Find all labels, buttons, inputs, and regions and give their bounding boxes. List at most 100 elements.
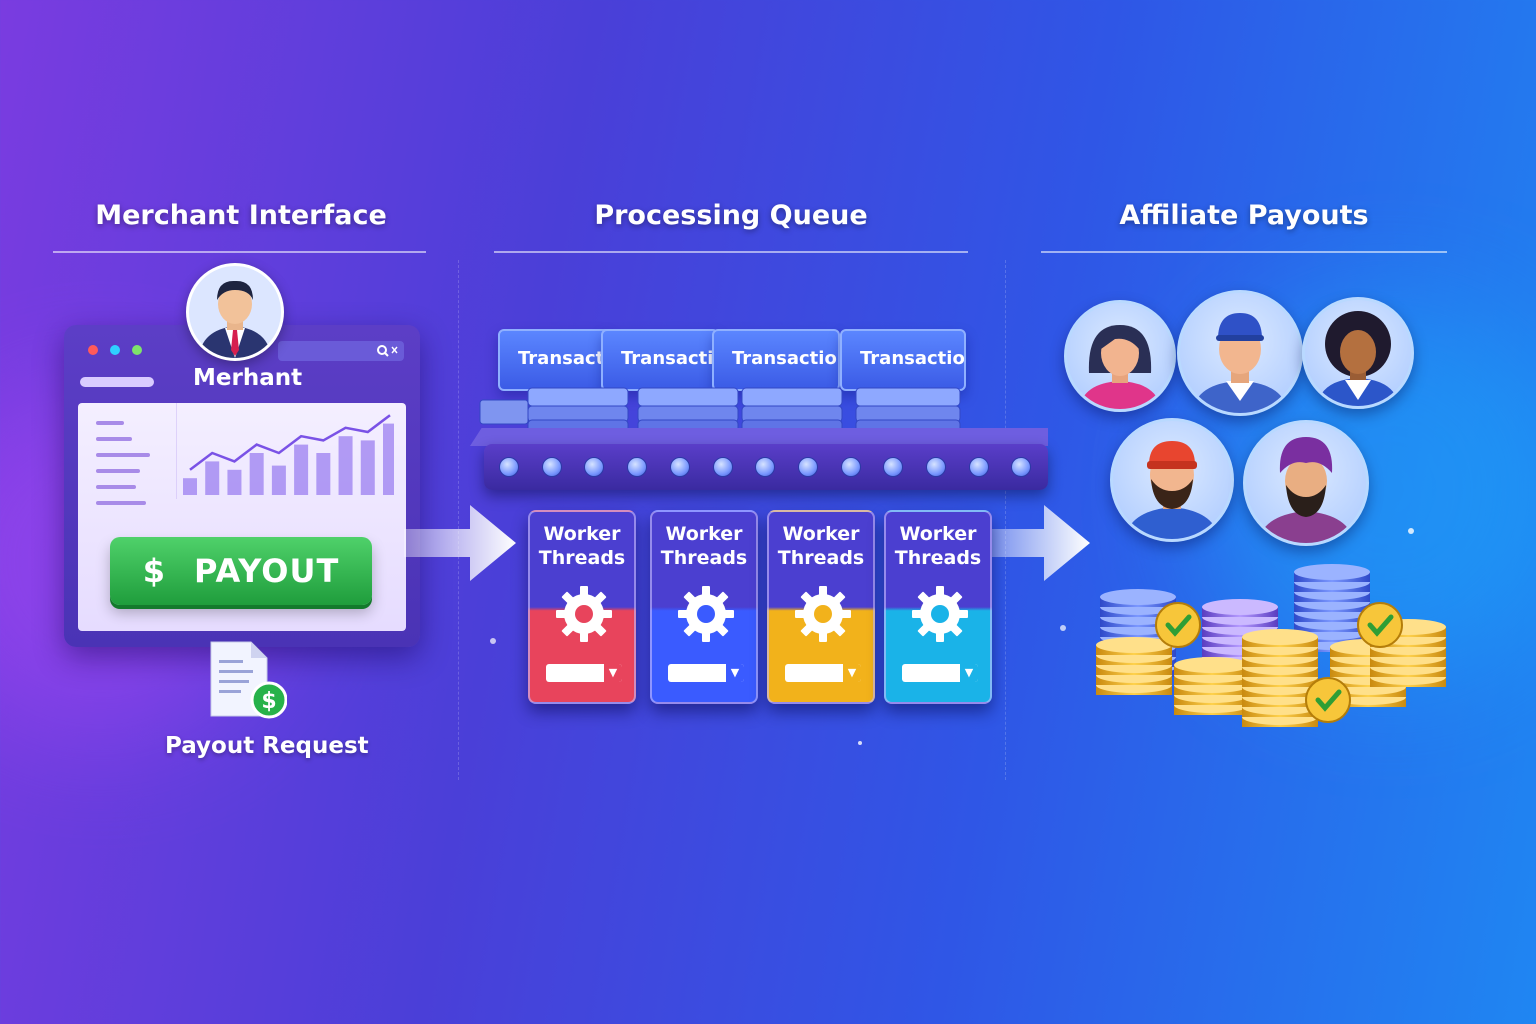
window-nav-bar <box>80 377 154 387</box>
chart-bar <box>294 444 309 495</box>
affiliate-avatar <box>1177 290 1303 416</box>
sparkle-icon <box>1060 625 1066 631</box>
chart-bar <box>360 440 375 495</box>
bearded-man-avatar-icon <box>1125 441 1219 539</box>
chevron-down-icon: ▼ <box>843 664 861 682</box>
sidebar-lines <box>96 421 150 505</box>
window-dot-green <box>132 345 142 355</box>
woman-curly-avatar-icon <box>1317 311 1399 406</box>
worker-status-dropdown[interactable]: ▼ <box>668 664 744 682</box>
coin-top <box>1202 599 1278 615</box>
woman-avatar-icon <box>1079 325 1161 409</box>
window-dot-cyan <box>110 345 120 355</box>
queue-section-title: Processing Queue <box>594 200 868 231</box>
transaction-card: Transaction <box>601 329 719 391</box>
coin-stacks-icon <box>1096 564 1446 727</box>
chevron-down-icon: ▼ <box>960 664 978 682</box>
check-mark <box>1367 614 1394 637</box>
merchant-sales-chart <box>176 403 394 499</box>
worker-status-dropdown[interactable]: ▼ <box>785 664 861 682</box>
gear-icon <box>795 586 851 642</box>
payout-button-label: PAYOUT <box>194 552 340 590</box>
chart-trend-line <box>189 414 391 471</box>
window-search-bar[interactable] <box>278 341 404 361</box>
search-icon <box>377 344 398 357</box>
chart-bar <box>227 469 242 495</box>
conveyor-roller <box>499 457 519 477</box>
gear-icon <box>912 586 968 642</box>
affiliate-avatar <box>1243 420 1369 546</box>
gear-icon <box>556 586 612 642</box>
chart-bar <box>183 478 197 495</box>
sparkle-icon <box>858 741 862 745</box>
coin-top <box>1174 657 1250 673</box>
coin-top <box>1100 589 1176 605</box>
conveyor-roller <box>755 457 776 477</box>
conveyor-roller <box>840 457 861 477</box>
conveyor-roller <box>712 457 733 477</box>
conveyor-roller <box>926 457 946 477</box>
chart-bar <box>205 461 220 495</box>
merchant-avatar <box>186 263 284 361</box>
coin-top <box>1294 564 1370 580</box>
window-dot-red <box>88 345 98 355</box>
chevron-down-icon: ▼ <box>604 664 622 682</box>
chart-bar <box>271 465 286 495</box>
conveyor-roller <box>584 457 605 477</box>
sparkle-icon <box>1408 528 1414 534</box>
merchant-window: $ PAYOUT <box>64 325 420 647</box>
merchant-avatar-label: Merhant <box>193 365 303 391</box>
payouts-section-title: Affiliate Payouts <box>1119 200 1369 231</box>
payouts-title-rule <box>1041 251 1447 253</box>
conveyor-roller <box>627 457 648 477</box>
affiliate-avatar <box>1302 297 1414 409</box>
conveyor-roller <box>669 457 690 477</box>
queue-title-rule <box>494 251 968 253</box>
transaction-card: Transaction <box>498 329 612 391</box>
gear-icon <box>678 586 734 642</box>
chart-bar <box>316 453 331 495</box>
check-icon <box>1357 602 1403 648</box>
worker-status-dropdown[interactable]: ▼ <box>546 664 622 682</box>
request-dollar-icon: $ <box>261 689 276 714</box>
divider-right <box>1005 260 1006 780</box>
check-mark <box>1315 689 1342 712</box>
payout-button[interactable]: $ PAYOUT <box>110 537 372 605</box>
turban-man-avatar-icon <box>1258 437 1354 543</box>
dollar-icon: $ <box>142 552 166 590</box>
chart-bar <box>383 423 394 495</box>
affiliate-avatar <box>1064 300 1176 412</box>
sparkle-icon <box>490 638 496 644</box>
coin-top <box>1242 629 1318 645</box>
worker-status-dropdown[interactable]: ▼ <box>902 664 978 682</box>
conveyor-roller <box>1011 457 1032 477</box>
transaction-data-blocks <box>479 387 961 435</box>
merchant-section-title: Merchant Interface <box>95 200 387 231</box>
payout-request-document-icon: $ <box>210 641 287 719</box>
coin-top <box>1096 637 1172 653</box>
chart-bar <box>338 436 353 495</box>
conveyor-roller <box>797 457 818 477</box>
divider-left <box>458 260 459 780</box>
conveyor-roller <box>541 457 562 477</box>
conveyor-roller <box>883 457 904 477</box>
conveyor-roller <box>968 457 989 477</box>
transaction-card: Transaction <box>840 329 966 391</box>
merchant-dashboard-panel: $ PAYOUT <box>78 403 406 631</box>
transaction-card: Transaction <box>712 329 840 391</box>
check-icon <box>1305 677 1351 723</box>
man-cap-avatar-icon <box>1192 313 1288 413</box>
payout-request-label: Payout Request <box>165 733 369 759</box>
merchant-title-rule <box>53 251 426 253</box>
arrow-right-icon <box>992 505 1090 581</box>
arrow-right-icon <box>404 505 516 581</box>
chevron-down-icon: ▼ <box>726 664 744 682</box>
